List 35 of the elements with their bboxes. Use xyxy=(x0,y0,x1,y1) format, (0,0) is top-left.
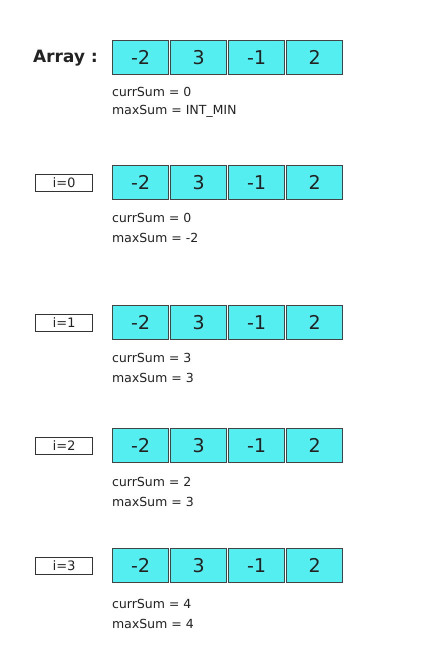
variable-state: maxSum = 3 xyxy=(112,494,194,509)
array-cell: -1 xyxy=(228,165,285,200)
array-cell: -1 xyxy=(228,428,285,463)
array-cell: -2 xyxy=(112,548,169,583)
array-cell: -2 xyxy=(112,165,169,200)
array-cell: -1 xyxy=(228,40,285,75)
array-cell: 2 xyxy=(286,428,343,463)
array-cell: 2 xyxy=(286,548,343,583)
variable-state: maxSum = INT_MIN xyxy=(112,102,236,117)
array-cell: 2 xyxy=(286,40,343,75)
variable-state: maxSum = 4 xyxy=(112,616,194,631)
array-cell: 3 xyxy=(170,165,227,200)
variable-state: maxSum = -2 xyxy=(112,230,198,245)
array-cell: -1 xyxy=(228,305,285,340)
variable-state: currSum = 4 xyxy=(112,596,192,611)
array-cell: -1 xyxy=(228,548,285,583)
index-box: i=0 xyxy=(35,174,93,192)
variable-state: currSum = 0 xyxy=(112,84,192,99)
array-cell: -2 xyxy=(112,428,169,463)
array-cell: -2 xyxy=(112,40,169,75)
array-cell: -2 xyxy=(112,305,169,340)
index-box: i=1 xyxy=(35,314,93,332)
array-cell: 2 xyxy=(286,165,343,200)
array-cell: 3 xyxy=(170,548,227,583)
variable-state: maxSum = 3 xyxy=(112,370,194,385)
array-cell: 2 xyxy=(286,305,343,340)
array-cell: 3 xyxy=(170,40,227,75)
variable-state: currSum = 2 xyxy=(112,474,192,489)
array-heading: Array : xyxy=(33,47,98,67)
index-box: i=3 xyxy=(35,557,93,575)
array-cell: 3 xyxy=(170,428,227,463)
variable-state: currSum = 0 xyxy=(112,210,192,225)
array-cell: 3 xyxy=(170,305,227,340)
index-box: i=2 xyxy=(35,437,93,455)
variable-state: currSum = 3 xyxy=(112,350,192,365)
